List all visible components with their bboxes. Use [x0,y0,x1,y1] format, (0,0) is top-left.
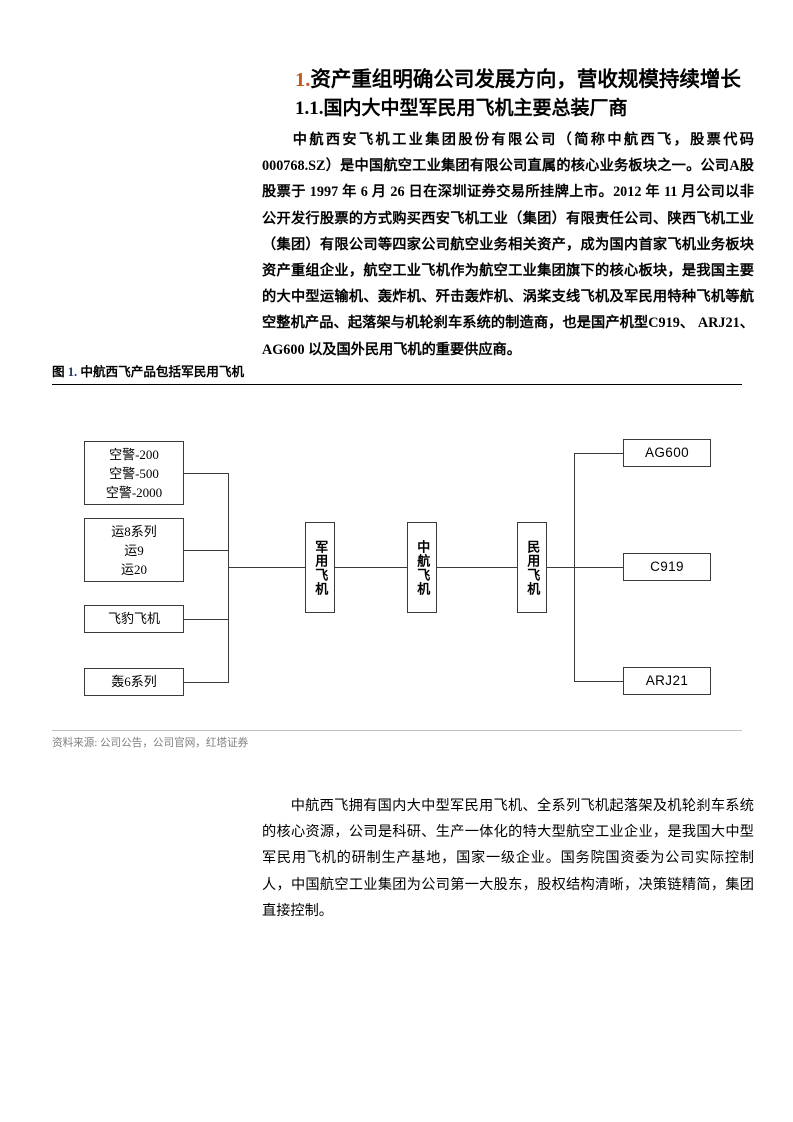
node-label: C919 [650,558,684,574]
figure-caption-number: 1. [67,365,78,379]
diagram-node-military-aircraft: 军用飞机 [305,522,335,613]
section-heading-1-text: 资产重组明确公司发展方向，营收规模持续增长 [310,69,741,91]
section-heading-2-number: 1.1. [295,98,324,119]
diagram-connector [184,619,228,621]
node-label: 民用飞机 [525,539,541,596]
diagram-connector [184,682,228,684]
node-line: 运8系列 [111,523,157,539]
diagram-connector [437,567,525,569]
figure-caption: 图 1. 中航西飞产品包括军民用飞机 [52,361,742,385]
figure-source: 资料来源: 公司公告，公司官网，红塔证券 [52,730,742,750]
heading-block: 1.资产重组明确公司发展方向，营收规模持续增长 1.1.国内大中型军民用飞机主要… [295,66,755,123]
diagram-node-avic-aircraft: 中航飞机 [407,522,437,613]
section-heading-1-number: 1. [295,69,311,91]
diagram-node-h6-series: 轰6系列 [84,668,184,696]
diagram-node-arj21: ARJ21 [623,667,711,695]
diagram-connector [574,681,623,683]
node-line: 运9 [124,542,144,558]
diagram-node-y-series: 运8系列 运9 运20 [84,518,184,582]
node-line: 空警-500 [109,465,159,481]
diagram-connector [335,567,425,569]
diagram-node-kj-series: 空警-200 空警-500 空警-2000 [84,441,184,505]
diagram-bus-military [228,473,230,683]
diagram-node-ag600: AG600 [623,439,711,467]
paragraph-intro: 中航西安飞机工业集团股份有限公司（简称中航西飞，股票代码000768.SZ）是中… [262,127,754,363]
section-heading-2: 1.1.国内大中型军民用飞机主要总装厂商 [295,95,755,123]
diagram-connector [547,567,575,569]
diagram-node-feibao: 飞豹飞机 [84,605,184,633]
section-heading-2-text: 国内大中型军民用飞机主要总装厂商 [323,98,628,119]
diagram-connector [574,453,623,455]
node-line: 空警-200 [109,446,159,462]
node-line: 飞豹飞机 [107,610,160,626]
diagram-connector [574,567,623,569]
figure-caption-prefix: 图 [52,365,65,379]
node-label: AG600 [644,444,690,460]
diagram-connector [184,473,228,475]
diagram-connector [184,550,228,552]
paragraph-intro-text: 中航西安飞机工业集团股份有限公司（简称中航西飞，股票代码000768.SZ）是中… [262,132,754,358]
section-heading-1: 1.资产重组明确公司发展方向，营收规模持续增长 [295,66,755,95]
figure-caption-text: 中航西飞产品包括军民用飞机 [80,365,245,379]
node-label: 中航飞机 [415,539,431,596]
node-line: 空警-2000 [105,484,163,500]
figure-diagram: 空警-200 空警-500 空警-2000 运8系列 运9 运20 飞豹飞机 轰… [52,400,742,720]
paragraph-closing: 中航西飞拥有国内大中型军民用飞机、全系列飞机起落架及机轮刹车系统的核心资源，公司… [262,793,754,924]
node-label: 军用飞机 [313,539,329,596]
diagram-node-c919: C919 [623,553,711,581]
node-label: ARJ21 [645,672,689,688]
node-line: 轰6系列 [111,673,157,689]
diagram-node-civil-aircraft: 民用飞机 [517,522,547,613]
paragraph-closing-text: 中航西飞拥有国内大中型军民用飞机、全系列飞机起落架及机轮刹车系统的核心资源，公司… [262,798,754,919]
node-line: 运20 [120,561,147,577]
diagram-connector [228,567,305,569]
